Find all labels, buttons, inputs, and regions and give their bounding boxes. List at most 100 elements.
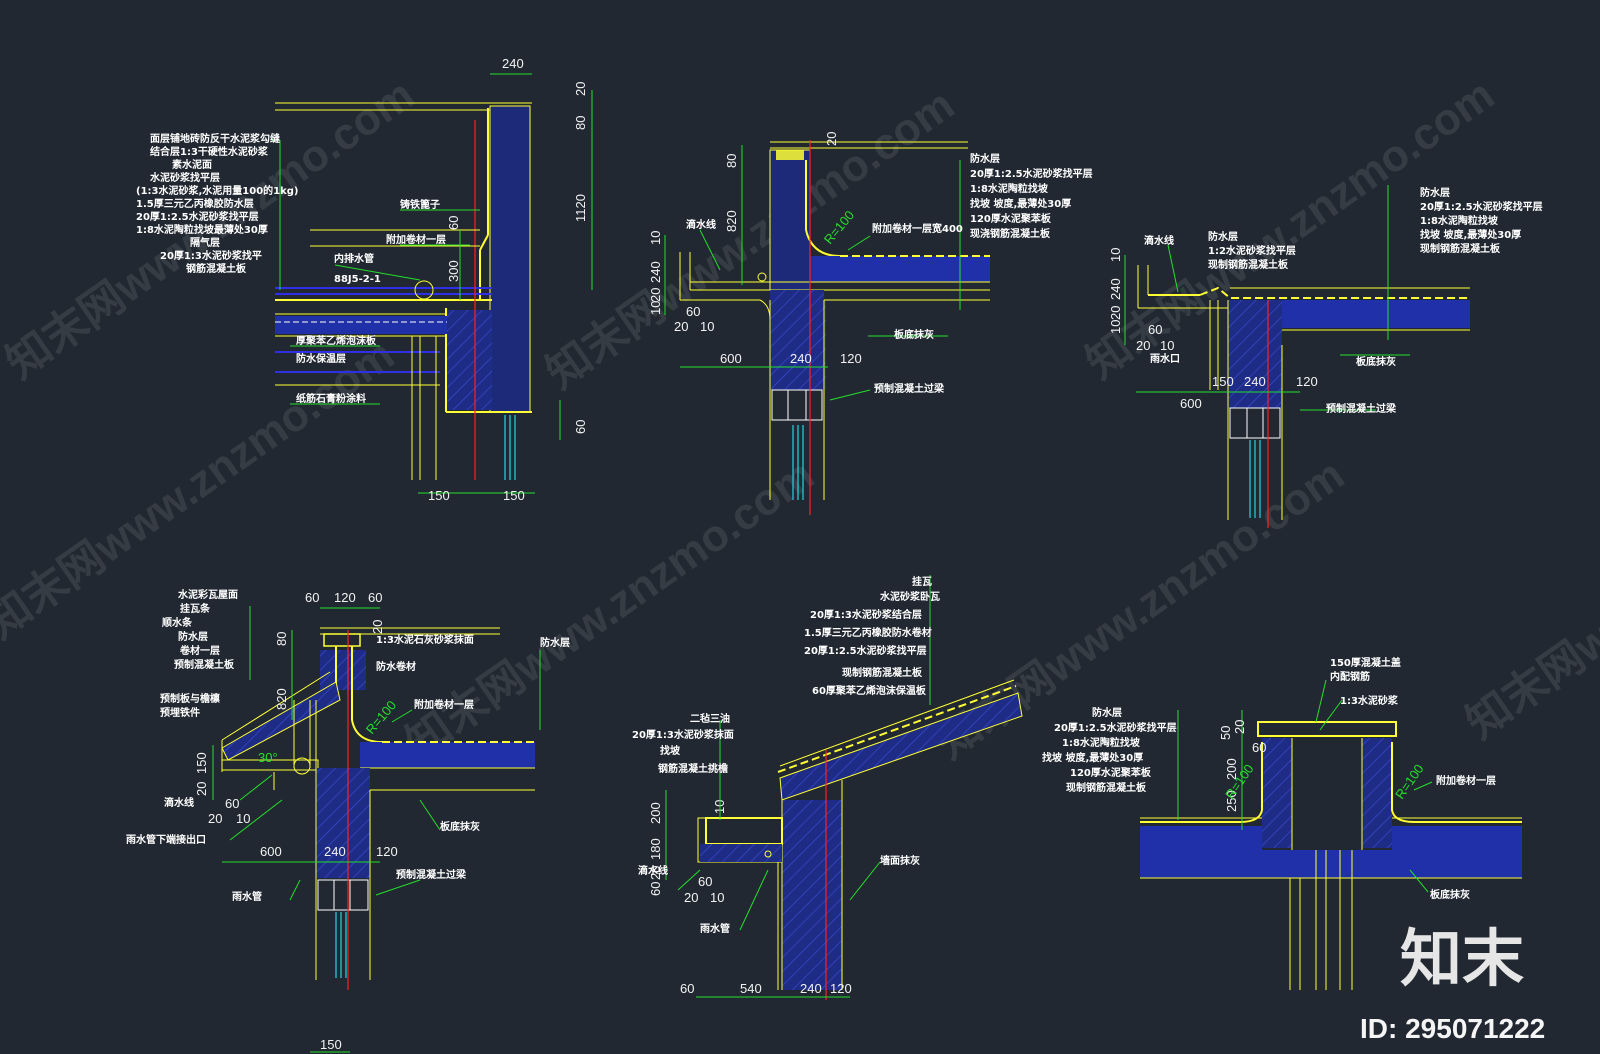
watermark: 知末网www.znzmo.com: [398, 450, 823, 768]
layer-label: 水泥砂浆卧瓦: [879, 590, 940, 603]
dim-label: 600: [260, 844, 282, 859]
layer-label: 1:2水泥砂浆找平层: [1208, 244, 1296, 257]
layer-label: 20厚1:2.5水泥砂浆找平层: [1054, 721, 1177, 734]
layer-label: 附加卷材一层: [386, 233, 446, 246]
detail-2-labels: 防水层 20厚1:2.5水泥砂浆找平层 1:8水泥陶粒找坡 找坡 坡度,最薄处3…: [686, 152, 1093, 395]
dim-label: 20: [194, 782, 209, 796]
dim-label: 60: [368, 590, 382, 605]
dim-label: 240: [502, 56, 524, 71]
brand-watermark: 知末 ID: 295071222: [1360, 922, 1545, 1044]
layer-label: 内排水管: [334, 252, 374, 265]
layer-label: 1:8水泥陶粒找坡: [1420, 214, 1499, 227]
watermark: 知末网www.znzmo.com: [1458, 430, 1600, 748]
layer-label: 雨水口: [1150, 352, 1180, 365]
dim-label: 60: [446, 216, 461, 230]
layer-label: 20厚1:3水泥砂浆找平: [160, 249, 262, 262]
detail-1-labels: 面层铺地砖防反干水泥浆勾缝 结合层1:3干硬性水泥砂浆 素水泥面 水泥砂浆找平层…: [136, 132, 446, 405]
dim-label: 20: [370, 620, 385, 634]
dim-label: 180: [648, 838, 663, 860]
layer-label: 防水层: [178, 630, 208, 643]
layer-label: 水泥彩瓦屋面: [177, 588, 238, 601]
layer-label: 1:3水泥砂浆: [1340, 694, 1399, 707]
dim-label: 600: [720, 351, 742, 366]
dim-label: 60: [1148, 322, 1162, 337]
layer-label: 滴水线: [686, 218, 716, 231]
dim-label: 200: [648, 802, 663, 824]
dim-label: 1120: [573, 194, 588, 222]
brand-logo-text: 知末: [1400, 922, 1524, 995]
layer-label: 内配钢筋: [1330, 670, 1370, 683]
layer-label: 钢筋混凝土挑檐: [658, 762, 728, 775]
layer-label: 雨水管: [232, 890, 262, 903]
dim-label: 250: [1224, 790, 1239, 812]
layer-label: 顺水条: [162, 616, 193, 629]
dim-label: 20: [1232, 720, 1247, 734]
detail-3-labels: 滴水线 防水层 1:2水泥砂浆找平层 现制钢筋混凝土板 防水层 20厚1:2.5…: [1144, 186, 1543, 415]
dim-label: 80: [724, 154, 739, 168]
layer-label: 预制混凝土过梁: [874, 382, 945, 395]
dim-label: 60: [1252, 740, 1266, 755]
dim-label: 60: [680, 981, 694, 996]
dim-label: 600: [1180, 396, 1202, 411]
layer-label: 预制混凝土过梁: [396, 868, 467, 881]
layer-label: 墙面抹灰: [880, 854, 920, 867]
layer-label: 20厚1:2.5水泥砂浆找平层: [970, 167, 1093, 180]
layer-label: 隔气层: [190, 236, 220, 249]
dim-label: 540: [740, 981, 762, 996]
layer-label: 现制钢筋混凝土板: [842, 666, 923, 679]
brand-id-text: ID: 295071222: [1360, 1013, 1545, 1044]
layer-label: 预制混凝土过梁: [1326, 402, 1397, 415]
dim-label: 150: [503, 488, 525, 503]
layer-label: 滴水线: [1144, 234, 1174, 247]
layer-label: 找坡 坡度,最薄处30厚: [1042, 751, 1143, 764]
layer-label: 纸筋石膏粉涂料: [296, 392, 366, 405]
layer-label: 1:8水泥陶粒找坡最薄处30厚: [136, 223, 268, 236]
dim-label: 120: [334, 590, 356, 605]
dim-label: 150: [428, 488, 450, 503]
radius-label: R=100: [1392, 761, 1426, 801]
radius-label: R=100: [363, 698, 399, 737]
layer-label: 卷材一层: [179, 644, 220, 657]
layer-label: 附加卷材一层宽400: [872, 222, 963, 235]
dim-label: 60: [698, 874, 712, 889]
layer-label: 板底抹灰: [1430, 888, 1470, 901]
dim-label: 20: [573, 82, 588, 96]
layer-label: 1.5厚三元乙丙橡胶防水层: [136, 197, 254, 210]
layer-label: 20厚1:2.5水泥砂浆找平层: [804, 644, 927, 657]
layer-label: 防水卷材: [376, 660, 416, 673]
detail-6-labels: 150厚混凝土盖 内配钢筋 1:3水泥砂浆 防水层 20厚1:2.5水泥砂浆找平…: [1042, 656, 1496, 901]
layer-label: 防水保温层: [296, 352, 346, 365]
layer-label: 120厚水泥聚苯板: [1070, 766, 1152, 779]
dim-label: 10: [236, 811, 250, 826]
layer-label: 水泥砂浆找平层: [149, 171, 220, 184]
detail-gutter-section-b: 10 240 20 10 60 20 10 600 150 240 120 滴水…: [1108, 185, 1543, 528]
dim-label: 150: [320, 1037, 342, 1052]
layer-label: 防水层: [970, 152, 1000, 165]
dim-label: 820: [274, 688, 289, 710]
dim-label: 20: [208, 811, 222, 826]
detail-parapet-section: 240 20 80 1120 60 300 60 150 150 面层铺地砖防反…: [136, 56, 593, 503]
dim-label: 10: [1108, 248, 1123, 262]
layer-label: 现制钢筋混凝土板: [1420, 242, 1501, 255]
layer-label: 挂瓦条: [180, 602, 211, 615]
dim-label: 10: [700, 319, 714, 334]
layer-label: 板底抹灰: [440, 820, 480, 833]
detail-5-labels: 挂瓦 水泥砂浆卧瓦 20厚1:3水泥砂浆结合层 1.5厚三元乙丙橡胶防水卷材 2…: [632, 575, 940, 935]
detail-gutter-section-a: 20 80 820 10 240 20 10 60 20 10 600 240 …: [648, 132, 1093, 515]
dim-label: 80: [274, 632, 289, 646]
dim-label: 60: [225, 796, 239, 811]
layer-label: 现浇钢筋混凝土板: [970, 227, 1051, 240]
layer-label: 面层铺地砖防反干水泥浆勾缝: [150, 132, 280, 145]
layer-label: 1:3水泥石灰砂浆抹面: [376, 633, 474, 646]
dim-label: 240: [1244, 374, 1266, 389]
layer-label: 60厚聚苯乙烯泡沫保温板: [812, 684, 927, 697]
layer-label: 找坡: [660, 744, 681, 757]
layer-label: 铸铁篦子: [400, 198, 440, 211]
layer-label: 防水层: [1420, 186, 1450, 199]
layer-label: 结合层1:3干硬性水泥砂浆: [150, 145, 269, 158]
detail-eave-section-a: 60 120 60 20 80 820 150 20 60 20 10 600 …: [126, 588, 570, 990]
dim-label: 120: [1296, 374, 1318, 389]
layer-label: 防水层: [1092, 706, 1122, 719]
